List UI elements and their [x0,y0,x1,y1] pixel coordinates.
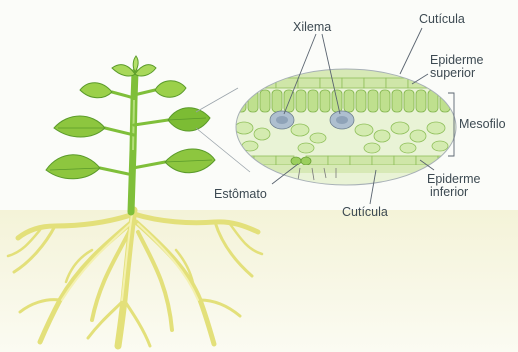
leaf-cross-section [230,68,462,185]
label-cuticle-top: Cutícula [419,12,465,26]
label-upper-epidermis-line1: Epiderme [430,53,484,67]
label-lower-epidermis-line1: Epiderme [427,172,481,186]
label-cuticle-bottom: Cutícula [342,205,388,219]
label-stoma: Estômato [214,187,267,201]
label-mesophyll: Mesofilo [459,117,506,131]
label-lower-epidermis-line2: inferior [430,185,468,199]
label-xylem: Xilema [293,20,331,34]
label-upper-epidermis-line2: superior [430,66,475,80]
